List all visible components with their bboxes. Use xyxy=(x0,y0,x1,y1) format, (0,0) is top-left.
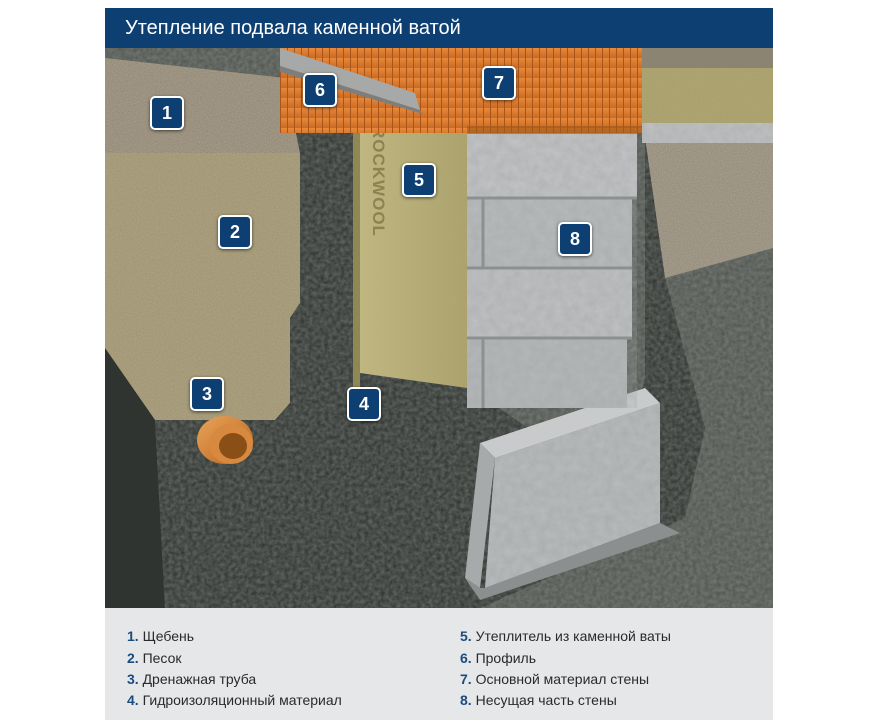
gravel-right-texture xyxy=(645,130,773,278)
legend-label: Утеплитель из каменной ваты xyxy=(475,628,671,644)
marker-wall-material: 7 xyxy=(482,66,516,100)
profile-strip xyxy=(280,48,420,110)
legend-number: 1. xyxy=(127,628,139,644)
stone-wall-texture xyxy=(467,133,637,408)
legend-label: Профиль xyxy=(475,650,537,666)
stone-wool-slab-texture xyxy=(360,103,467,388)
foundation-slab-texture xyxy=(485,403,660,588)
legend-item-6: 6. Профиль xyxy=(460,650,536,666)
stone-right-texture xyxy=(642,123,773,143)
legend-item-1: 1. Щебень xyxy=(127,628,194,644)
legend-number: 3. xyxy=(127,671,139,687)
marker-waterproofing: 4 xyxy=(347,387,381,421)
legend-item-3: 3. Дренажная труба xyxy=(127,671,256,687)
legend-number: 6. xyxy=(460,650,472,666)
wooden-wall xyxy=(280,48,642,133)
marker-gravel: 1 xyxy=(150,96,184,130)
legend-item-5: 5. Утеплитель из каменной ваты xyxy=(460,628,671,644)
foundation-slab-front xyxy=(465,443,495,588)
legend-number: 7. xyxy=(460,671,472,687)
title-bar: Утепление подвала каменной ватой xyxy=(105,8,773,48)
legend-label: Основной материал стены xyxy=(475,671,650,687)
legend-item-2: 2. Песок xyxy=(127,650,182,666)
wooden-wall-shadow xyxy=(467,126,642,134)
cross-section-illustration: ROCKWOOL xyxy=(105,48,773,608)
legend-number: 8. xyxy=(460,692,472,708)
legend-panel: 1. Щебень 2. Песок 3. Дренажная труба 4.… xyxy=(105,608,773,720)
legend-item-7: 7. Основной материал стены xyxy=(460,671,649,687)
legend-number: 2. xyxy=(127,650,139,666)
legend-label: Щебень xyxy=(142,628,195,644)
legend-number: 4. xyxy=(127,692,139,708)
foundation-slab-foot xyxy=(465,523,680,600)
pit-shadow xyxy=(105,348,165,608)
stone-wool-slab-side xyxy=(353,103,360,393)
basement-insulation-figure: ROCKWOOL Утепление подвала каменной вато… xyxy=(105,8,773,608)
right-top-gravel xyxy=(642,48,773,68)
legend-label: Дренажная труба xyxy=(142,671,257,687)
legend-label: Несущая часть стены xyxy=(475,692,617,708)
legend-label: Гидроизоляционный материал xyxy=(142,692,342,708)
rockwool-brand-text: ROCKWOOL xyxy=(369,126,388,237)
marker-profile: 6 xyxy=(303,73,337,107)
legend-number: 5. xyxy=(460,628,472,644)
legend-label: Песок xyxy=(142,650,182,666)
diagram-title: Утепление подвала каменной ватой xyxy=(125,17,461,39)
legend-item-8: 8. Несущая часть стены xyxy=(460,692,617,708)
drainage-pipe-opening xyxy=(219,433,247,459)
wool-right-texture xyxy=(642,68,773,123)
marker-load-bearing-wall: 8 xyxy=(558,222,592,256)
marker-sand: 2 xyxy=(218,215,252,249)
legend-item-4: 4. Гидроизоляционный материал xyxy=(127,692,342,708)
marker-stone-wool: 5 xyxy=(402,163,436,197)
marker-drainage-pipe: 3 xyxy=(190,377,224,411)
